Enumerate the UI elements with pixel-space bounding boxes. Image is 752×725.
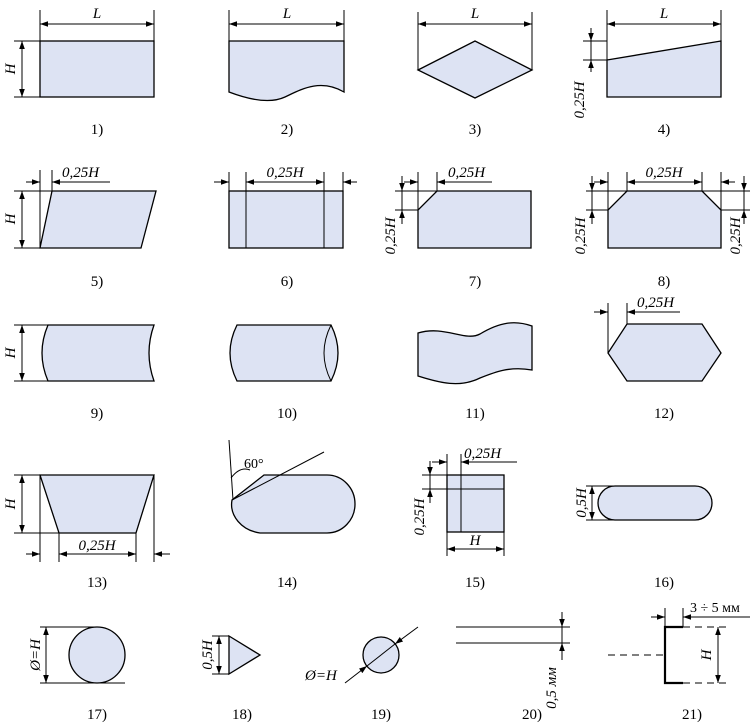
figure-2: L xyxy=(228,6,345,102)
dim-L: L xyxy=(659,6,668,22)
caption-21: 21) xyxy=(682,707,702,723)
dim-025H: 0,25H xyxy=(464,446,502,462)
figure-7: 0,25H 0,25H xyxy=(383,165,532,255)
caption-12: 12) xyxy=(654,406,674,422)
dim-025H-left: 0,25H xyxy=(573,216,589,254)
caption-20: 20) xyxy=(522,707,542,723)
caption-18: 18) xyxy=(232,707,252,723)
caption-5: 5) xyxy=(91,274,104,290)
figure-8: 0,25H 0,25H 0,25H xyxy=(573,165,750,255)
dim-025H: 0,25H xyxy=(78,538,116,554)
dim-025H-vertical: 0,25H xyxy=(383,216,399,254)
figure-5: 0,25H H xyxy=(3,165,157,249)
caption-15: 15) xyxy=(465,575,485,591)
dim-angle: 60° xyxy=(244,457,264,472)
dim-H: H xyxy=(699,648,715,661)
dim-05mm: 0,5 мм xyxy=(544,667,560,709)
dim-diameter: Ø=H xyxy=(28,638,44,672)
figure-19: Ø=H xyxy=(304,626,419,684)
caption-3: 3) xyxy=(469,122,482,138)
figure-18: 0,5H xyxy=(200,634,262,676)
dim-L: L xyxy=(470,6,479,22)
caption-13: 13) xyxy=(87,575,107,591)
figure-6: 0,25H xyxy=(214,165,357,249)
caption-8: 8) xyxy=(658,274,671,290)
caption-7: 7) xyxy=(469,274,482,290)
caption-2: 2) xyxy=(281,122,294,138)
dim-025H: 0,25H xyxy=(645,165,683,181)
figure-3: L xyxy=(416,6,534,99)
dim-H: H xyxy=(469,533,482,549)
caption-1: 1) xyxy=(91,122,104,138)
figure-9: H xyxy=(3,324,155,382)
figure-17: Ø=H xyxy=(28,626,126,684)
dim-025H: 0,25H xyxy=(448,165,486,181)
dim-H: H xyxy=(3,212,19,225)
figure-13: H 0,25H xyxy=(3,474,170,562)
caption-17: 17) xyxy=(87,707,107,723)
figure-1: L H xyxy=(3,6,155,98)
dim-H: H xyxy=(3,62,19,75)
dim-025H: 0,25H xyxy=(637,295,675,311)
dim-025H: 0,25H xyxy=(62,165,100,181)
figure-4: L 0,25H xyxy=(572,6,722,119)
dim-025H-vertical: 0,25H xyxy=(412,497,428,535)
caption-4: 4) xyxy=(658,122,671,138)
figure-16: 0,5H xyxy=(574,485,713,521)
caption-9: 9) xyxy=(91,406,104,422)
figure-21: 3 ÷ 5 мм H xyxy=(608,601,750,685)
caption-14: 14) xyxy=(277,575,297,591)
figure-12: 0,25H xyxy=(594,295,722,382)
caption-16: 16) xyxy=(654,575,674,591)
dim-H: H xyxy=(3,346,19,359)
dim-L: L xyxy=(282,6,291,22)
dim-05H: 0,5H xyxy=(574,487,590,518)
figure-11 xyxy=(417,322,533,385)
dim-025H: 0,25H xyxy=(572,80,588,118)
figure-20: 0,5 мм xyxy=(456,612,570,709)
figure-15: 0,25H 0,25H H xyxy=(412,446,517,556)
caption-19: 19) xyxy=(371,707,391,723)
dim-L: L xyxy=(92,6,101,22)
dim-3-5mm: 3 ÷ 5 мм xyxy=(690,601,740,616)
dim-diameter: Ø=H xyxy=(304,668,338,684)
dim-025H: 0,25H xyxy=(266,165,304,181)
caption-11: 11) xyxy=(465,406,484,422)
caption-6: 6) xyxy=(281,274,294,290)
dim-H: H xyxy=(3,497,19,510)
dim-025H-right: 0,25H xyxy=(728,216,744,254)
figure-14: 60° xyxy=(228,439,356,534)
figure-10 xyxy=(229,324,339,382)
dim-05H: 0,5H xyxy=(200,639,216,670)
caption-10: 10) xyxy=(277,406,297,422)
